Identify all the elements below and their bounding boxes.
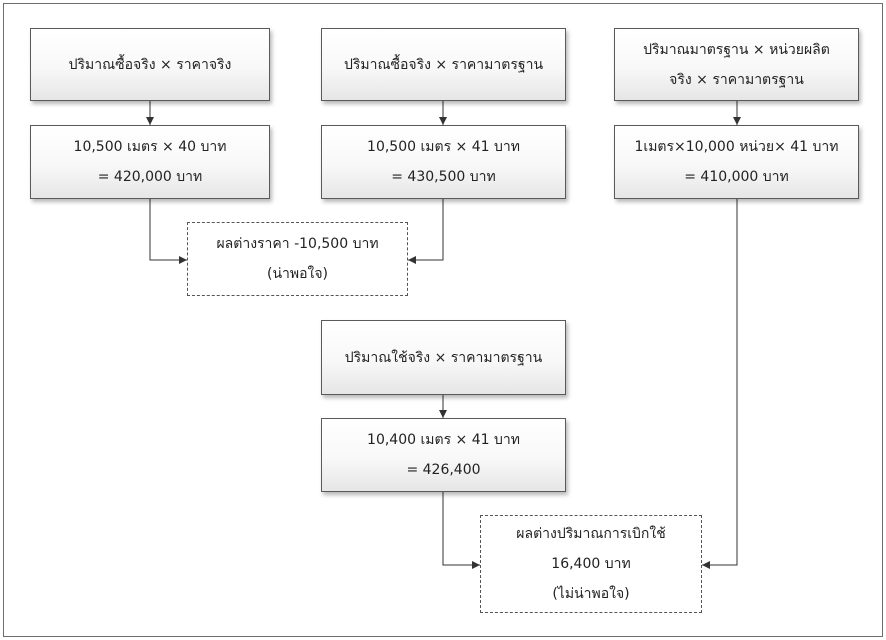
usage-variance-box: ผลต่างปริมาณการเบิกใช้ 16,400 บาท (ไม่น่…: [480, 515, 702, 613]
usage-variance-line2: 16,400 บาท: [551, 556, 631, 572]
usage-variance-line3: (ไม่น่าพอใจ): [552, 586, 630, 602]
arrow-a2-price-variance: [149, 199, 187, 264]
box-d1-line1: ปริมาณใช้จริง × ราคามาตรฐาน: [344, 349, 543, 366]
box-d2-line1: 10,400 เมตร × 41 บาท: [367, 432, 520, 448]
actual-usage-standard-price-calc-box: 10,400 เมตร × 41 บาท = 426,400: [321, 418, 566, 492]
box-c2-line1: 1เมตร×10,000 หน่วย× 41 บาท: [634, 139, 839, 155]
price-variance-box: ผลต่างราคา -10,500 บาท (น่าพอใจ): [187, 222, 408, 296]
arrow-c2-usage-variance: [702, 199, 738, 569]
actual-purchase-actual-price-box: ปริมาณซื้อจริง × ราคาจริง: [30, 28, 270, 101]
diagram-frame: [3, 3, 883, 637]
box-a2-line2: = 420,000 บาท: [97, 169, 203, 185]
arrow-d2-usage-variance: [442, 492, 480, 569]
box-b2-line2: = 430,500 บาท: [391, 169, 496, 185]
price-variance-line1: ผลต่างราคา -10,500 บาท: [216, 236, 379, 252]
box-c1-line1: ปริมาณมาตรฐาน × หน่วยผลิต: [643, 41, 830, 58]
actual-purchase-actual-price-calc-box: 10,500 เมตร × 40 บาท = 420,000 บาท: [30, 125, 270, 199]
box-a1-line1: ปริมาณซื้อจริง × ราคาจริง: [68, 56, 232, 73]
box-b2-line1: 10,500 เมตร × 41 บาท: [367, 139, 520, 155]
standard-quantity-standard-price-box: ปริมาณมาตรฐาน × หน่วยผลิต จริง × ราคามาต…: [614, 28, 859, 101]
usage-variance-line1: ผลต่างปริมาณการเบิกใช้: [516, 526, 666, 542]
actual-usage-standard-price-box: ปริมาณใช้จริง × ราคามาตรฐาน: [321, 320, 566, 395]
box-a2-line1: 10,500 เมตร × 40 บาท: [73, 139, 227, 155]
actual-purchase-standard-price-calc-box: 10,500 เมตร × 41 บาท = 430,500 บาท: [321, 125, 566, 199]
box-b1-line1: ปริมาณซื้อจริง × ราคามาตรฐาน: [343, 56, 544, 73]
price-variance-line2: (น่าพอใจ): [266, 266, 329, 282]
arrow-b2-price-variance: [408, 199, 444, 264]
box-c2-line2: = 410,000 บาท: [684, 169, 789, 185]
actual-purchase-standard-price-box: ปริมาณซื้อจริง × ราคามาตรฐาน: [321, 28, 566, 101]
box-d2-line2: = 426,400: [406, 462, 481, 478]
standard-quantity-standard-price-calc-box: 1เมตร×10,000 หน่วย× 41 บาท = 410,000 บาท: [614, 125, 859, 199]
box-c1-line2: จริง × ราคามาตรฐาน: [669, 71, 804, 88]
